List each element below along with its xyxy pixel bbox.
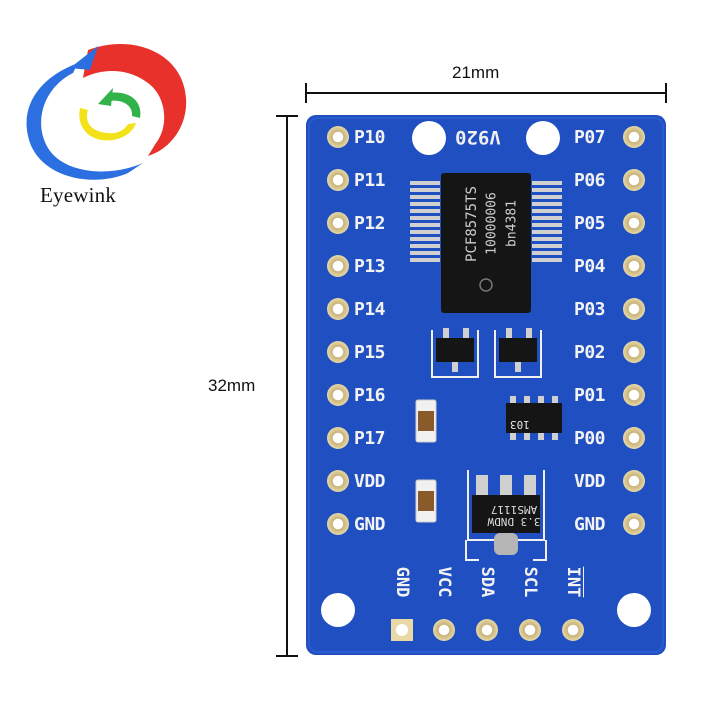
ic-batch-code: 10000006 [484, 192, 500, 255]
board-id-text: V920 [455, 126, 501, 148]
right-pads [623, 126, 645, 535]
pin-label-p14: P14 [354, 299, 386, 320]
logo-red-arc [83, 43, 187, 156]
ams1117-regulator [465, 470, 547, 561]
pin-label-int: INT [563, 566, 583, 598]
capacitor-lower [415, 479, 437, 523]
transistor-right [494, 328, 542, 378]
regulator-line-2: AMS1117 [490, 503, 538, 516]
resistor-code: 103 [510, 418, 530, 431]
pin-label-p04: P04 [574, 256, 606, 277]
logo-blue-tail [70, 46, 98, 70]
pin-label-p11: P11 [354, 170, 386, 191]
pin-label-scl: SCL [520, 566, 540, 598]
pcb-body [306, 115, 666, 655]
mount-hole-bottom-right [617, 593, 651, 627]
mount-hole-top-right [526, 121, 560, 155]
capacitor-upper [415, 399, 437, 443]
width-label: 21mm [452, 63, 500, 82]
regulator-line-1: 3.3 DNDW [487, 515, 541, 528]
left-pads [327, 126, 349, 535]
ic-part-number: PCF8575TS [464, 186, 480, 262]
pin-label-vcc: VCC [434, 566, 454, 598]
mount-hole-top-left [412, 121, 446, 155]
height-dimension-line [276, 115, 298, 657]
pin-label-vdd-left: VDD [354, 471, 386, 492]
pin-label-p03: P03 [574, 299, 606, 320]
pin-label-p07: P07 [574, 127, 606, 148]
logo-yellow-arc [79, 108, 136, 141]
pin-label-p01: P01 [574, 385, 606, 406]
pcf8575-chip [410, 173, 562, 313]
eyewink-logo [26, 43, 187, 180]
bottom-pads [391, 619, 584, 641]
pin-label-vdd-right: VDD [574, 471, 606, 492]
pin-label-p13: P13 [354, 256, 386, 277]
pin-label-p10: P10 [354, 127, 386, 148]
mount-hole-bottom-left [321, 593, 355, 627]
regulator-text: 3.3 DNDW AMS1117 [474, 503, 554, 528]
pin-label-p02: P02 [574, 342, 606, 363]
pin-label-gnd-left: GND [354, 514, 386, 535]
logo-blue-arc [26, 63, 143, 180]
pcb-board [306, 115, 666, 655]
pin-label-p17: P17 [354, 428, 386, 449]
pin-label-p12: P12 [354, 213, 386, 234]
pin-label-p05: P05 [574, 213, 606, 234]
height-label: 32mm [208, 376, 256, 395]
pin-label-p15: P15 [354, 342, 386, 363]
logo-green-tail [98, 88, 113, 106]
resistor-array [506, 396, 562, 440]
logo-brand-text: Eyewink [40, 183, 117, 207]
ic-lot-code: bn4381 [504, 200, 520, 247]
pin-label-p00: P00 [574, 428, 606, 449]
pin-label-gnd-bottom: GND [392, 566, 412, 598]
pin-label-p06: P06 [574, 170, 606, 191]
width-dimension-line [305, 83, 667, 103]
pin-label-gnd-right: GND [574, 514, 606, 535]
pin-label-p16: P16 [354, 385, 386, 406]
transistor-left [431, 328, 479, 378]
pin-label-sda: SDA [477, 566, 497, 598]
logo-green-arc [108, 92, 141, 118]
